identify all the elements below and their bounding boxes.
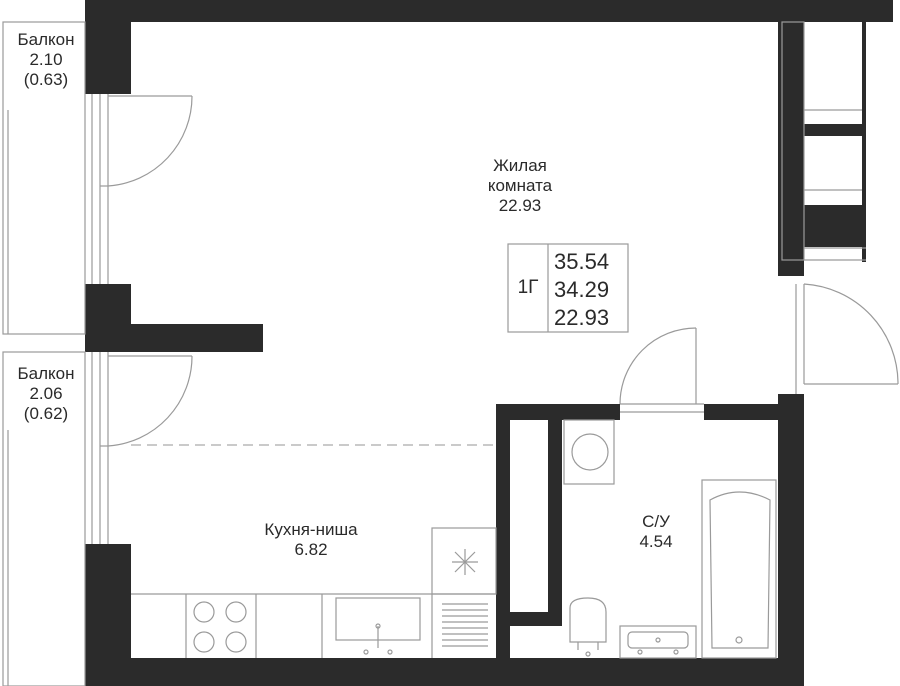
balconies <box>2 21 86 686</box>
balcony-bottom-name: Балкон <box>17 364 75 383</box>
apartment-areas: 35.54 34.29 22.93 <box>554 248 628 332</box>
balcony-top-name: Балкон <box>17 30 75 49</box>
balcony-top-area-adj: (0.63) <box>23 70 69 89</box>
right-openings <box>619 21 899 413</box>
living-room-name-line1: Жилая <box>493 156 547 175</box>
balcony-top-area: 2.10 <box>29 50 63 69</box>
living-total-area: 34.29 <box>554 277 610 302</box>
kitchen-name: Кухня-ниша <box>264 520 358 539</box>
summary-frame <box>507 243 629 333</box>
bathroom-area: 4.54 <box>639 532 673 551</box>
left-openings <box>91 94 193 544</box>
balcony-bottom-label: Балкон 2.06 (0.62) <box>10 364 82 424</box>
bathroom-label: С/У 4.54 <box>616 512 696 552</box>
bathroom-name: С/У <box>642 512 670 531</box>
bathroom-fixtures <box>563 419 777 659</box>
kitchen-fixtures <box>131 527 497 658</box>
kitchen-area: 6.82 <box>294 540 328 559</box>
balcony-bottom-area: 2.06 <box>29 384 63 403</box>
balcony-bottom-area-adj: (0.62) <box>23 404 69 423</box>
apartment-summary: 1Г 35.54 34.29 22.93 <box>508 244 628 332</box>
living-room-label: Жилая комната 22.93 <box>460 156 580 216</box>
walls <box>85 0 893 686</box>
living-room-name-line2: комната <box>487 176 553 195</box>
kitchen-label: Кухня-ниша 6.82 <box>246 520 376 560</box>
total-area: 35.54 <box>554 249 610 274</box>
living-room-area: 22.93 <box>498 196 542 215</box>
apartment-type: 1Г <box>517 277 539 298</box>
living-area: 22.93 <box>554 305 610 330</box>
balcony-top-label: Балкон 2.10 (0.63) <box>10 30 82 90</box>
